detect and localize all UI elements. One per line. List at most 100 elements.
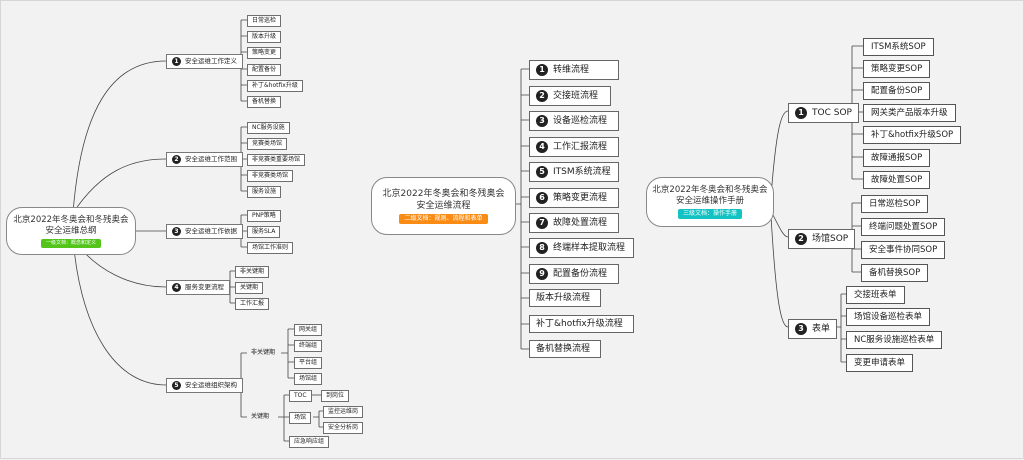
leaf-node[interactable]: 交接班表单	[846, 286, 905, 304]
leaf-node[interactable]: TOC	[289, 390, 312, 402]
leaf-node[interactable]: 补丁&hotfix升级SOP	[863, 126, 962, 144]
process-node[interactable]: 3 设备巡检流程	[529, 111, 619, 131]
sub-branch-label: 非关键期	[251, 349, 276, 356]
number-badge: 7	[536, 217, 548, 229]
leaf-node[interactable]: 补丁&hotfix升级	[247, 80, 303, 92]
process-node[interactable]: 7 故障处置流程	[529, 213, 619, 233]
branch-node[interactable]: 4 服务变更流程	[166, 280, 230, 295]
leaf-node[interactable]: 场馆	[289, 412, 312, 424]
leaf-node[interactable]: 终端问题处置SOP	[861, 218, 946, 236]
process-node[interactable]: 6 策略变更流程	[529, 188, 619, 208]
leaf-node[interactable]: 场馆设备巡检表单	[846, 308, 931, 326]
branch-node[interactable]: 2 场馆SOP	[788, 229, 856, 249]
leaf-node[interactable]: ITSM系统SOP	[863, 38, 934, 56]
leaf-node[interactable]: 备机替换SOP	[861, 264, 929, 282]
leaf-node[interactable]: 日常巡检	[247, 15, 282, 27]
leaf-node[interactable]: NC服务设施	[247, 122, 290, 134]
process-label: 版本升级流程	[536, 293, 591, 303]
number-badge: 5	[536, 166, 548, 178]
leaf-label: 网关组	[299, 326, 318, 333]
branch-label: 安全运维工作定义	[185, 57, 237, 65]
branch-node[interactable]: 1 TOC SOP	[788, 103, 859, 123]
leaf-node[interactable]: 服务设施	[247, 186, 282, 198]
leaf-label: 非竞赛类重要场馆	[252, 156, 301, 163]
root-node-outline[interactable]: 北京2022年冬奥会和冬残奥会 安全运维总纲 一级文档：概念和定义	[6, 207, 136, 255]
leaf-node[interactable]: 非竞赛类重要场馆	[247, 154, 306, 166]
branch-node[interactable]: 2 安全运维工作范围	[166, 152, 243, 167]
leaf-label: 服务设施	[252, 188, 277, 195]
leaf-node[interactable]: 工作汇报	[235, 298, 270, 310]
leaf-label: 补丁&hotfix升级	[252, 82, 298, 89]
process-node[interactable]: 备机替换流程	[529, 340, 601, 358]
process-node[interactable]: 补丁&hotfix升级流程	[529, 315, 634, 333]
leaf-node[interactable]: 竞赛类场馆	[247, 138, 288, 150]
leaf-node[interactable]: PNP策略	[247, 210, 281, 222]
leaf-label: 策略变更	[252, 49, 277, 56]
process-node[interactable]: 1 转维流程	[529, 60, 619, 80]
root-node-manual[interactable]: 北京2022年冬奥会和冬残奥会 安全运维操作手册 三级文档：操作手册	[646, 177, 774, 227]
process-label: 交接班流程	[553, 91, 599, 101]
sub-branch-node[interactable]: 非关键期	[247, 348, 279, 358]
branch-label: TOC SOP	[812, 108, 852, 118]
leaf-label: 配置备份SOP	[871, 86, 923, 96]
leaf-label: 场馆工作准则	[252, 244, 289, 251]
process-node[interactable]: 2 交接班流程	[529, 86, 611, 106]
branch-node[interactable]: 3 安全运维工作依据	[166, 224, 243, 239]
leaf-node[interactable]: 版本升级	[247, 31, 282, 43]
process-node[interactable]: 8 终端样本提取流程	[529, 238, 634, 258]
process-node[interactable]: 9 配置备份流程	[529, 264, 619, 284]
leaf-node[interactable]: 策略变更	[247, 47, 282, 59]
leaf-label: 到岗位	[326, 392, 345, 399]
leaf-label: 安全事件协同SOP	[869, 245, 938, 255]
leaf-node[interactable]: 网关类产品版本升级	[863, 104, 956, 122]
leaf-label: 终端问题处置SOP	[869, 222, 938, 232]
leaf-label: NC服务设施巡检表单	[854, 335, 935, 345]
process-node[interactable]: 版本升级流程	[529, 289, 601, 307]
number-badge: 1	[172, 57, 181, 66]
branch-node[interactable]: 1 安全运维工作定义	[166, 54, 243, 69]
branch-label: 安全运维工作依据	[185, 227, 237, 235]
leaf-node[interactable]: 配置备份SOP	[863, 82, 931, 100]
branch-label: 安全运维工作范围	[185, 155, 237, 163]
leaf-label: 服务SLA	[252, 228, 276, 235]
leaf-node[interactable]: 配置备份	[247, 64, 282, 76]
number-badge: 9	[536, 268, 548, 280]
leaf-node[interactable]: 非关键期	[235, 266, 270, 278]
leaf-node[interactable]: 终端组	[294, 340, 323, 352]
leaf-node[interactable]: 故障处置SOP	[863, 171, 931, 189]
leaf-node[interactable]: 场馆工作准则	[247, 242, 294, 254]
leaf-node[interactable]: 服务SLA	[247, 226, 281, 238]
leaf-node[interactable]: 变更申请表单	[846, 354, 914, 372]
leaf-label: 版本升级	[252, 33, 277, 40]
leaf-node[interactable]: 策略变更SOP	[863, 60, 931, 78]
leaf-node[interactable]: 安全分析岗	[323, 422, 364, 434]
process-label: 备机替换流程	[536, 344, 591, 354]
leaf-node[interactable]: 到岗位	[321, 390, 350, 402]
leaf-node[interactable]: 日常巡检SOP	[861, 195, 929, 213]
leaf-node[interactable]: 平台组	[294, 357, 323, 369]
process-node[interactable]: 4 工作汇报流程	[529, 137, 619, 157]
leaf-node[interactable]: 安全事件协同SOP	[861, 241, 946, 259]
leaf-label: 故障处置SOP	[871, 175, 923, 185]
leaf-node[interactable]: 应急响应组	[289, 436, 330, 448]
leaf-node[interactable]: 故障通报SOP	[863, 149, 931, 167]
leaf-label: 日常巡检SOP	[869, 199, 921, 209]
leaf-node[interactable]: 场馆组	[294, 373, 323, 385]
root-node-process[interactable]: 北京2022年冬奥会和冬残奥会 安全运维流程 二级文档：规则、流程和表单	[371, 177, 516, 235]
number-badge: 3	[536, 115, 548, 127]
leaf-node[interactable]: 备机替换	[247, 96, 282, 108]
leaf-node[interactable]: 网关组	[294, 324, 323, 336]
leaf-label: 终端组	[299, 342, 318, 349]
leaf-node[interactable]: 监控运维岗	[323, 406, 364, 418]
branch-node[interactable]: 3 表单	[788, 319, 838, 339]
leaf-node[interactable]: 非竞赛类场馆	[247, 170, 294, 182]
leaf-node[interactable]: NC服务设施巡检表单	[846, 331, 943, 349]
leaf-label: 场馆	[294, 414, 307, 421]
process-node[interactable]: 5 ITSM系统流程	[529, 162, 619, 182]
leaf-node[interactable]: 关键期	[235, 282, 264, 294]
branch-node[interactable]: 5 安全运维组织架构	[166, 378, 243, 393]
sub-branch-node[interactable]: 关键期	[247, 412, 273, 422]
root-title-line2: 安全运维操作手册	[675, 196, 744, 206]
leaf-label: 场馆设备巡检表单	[854, 312, 923, 322]
